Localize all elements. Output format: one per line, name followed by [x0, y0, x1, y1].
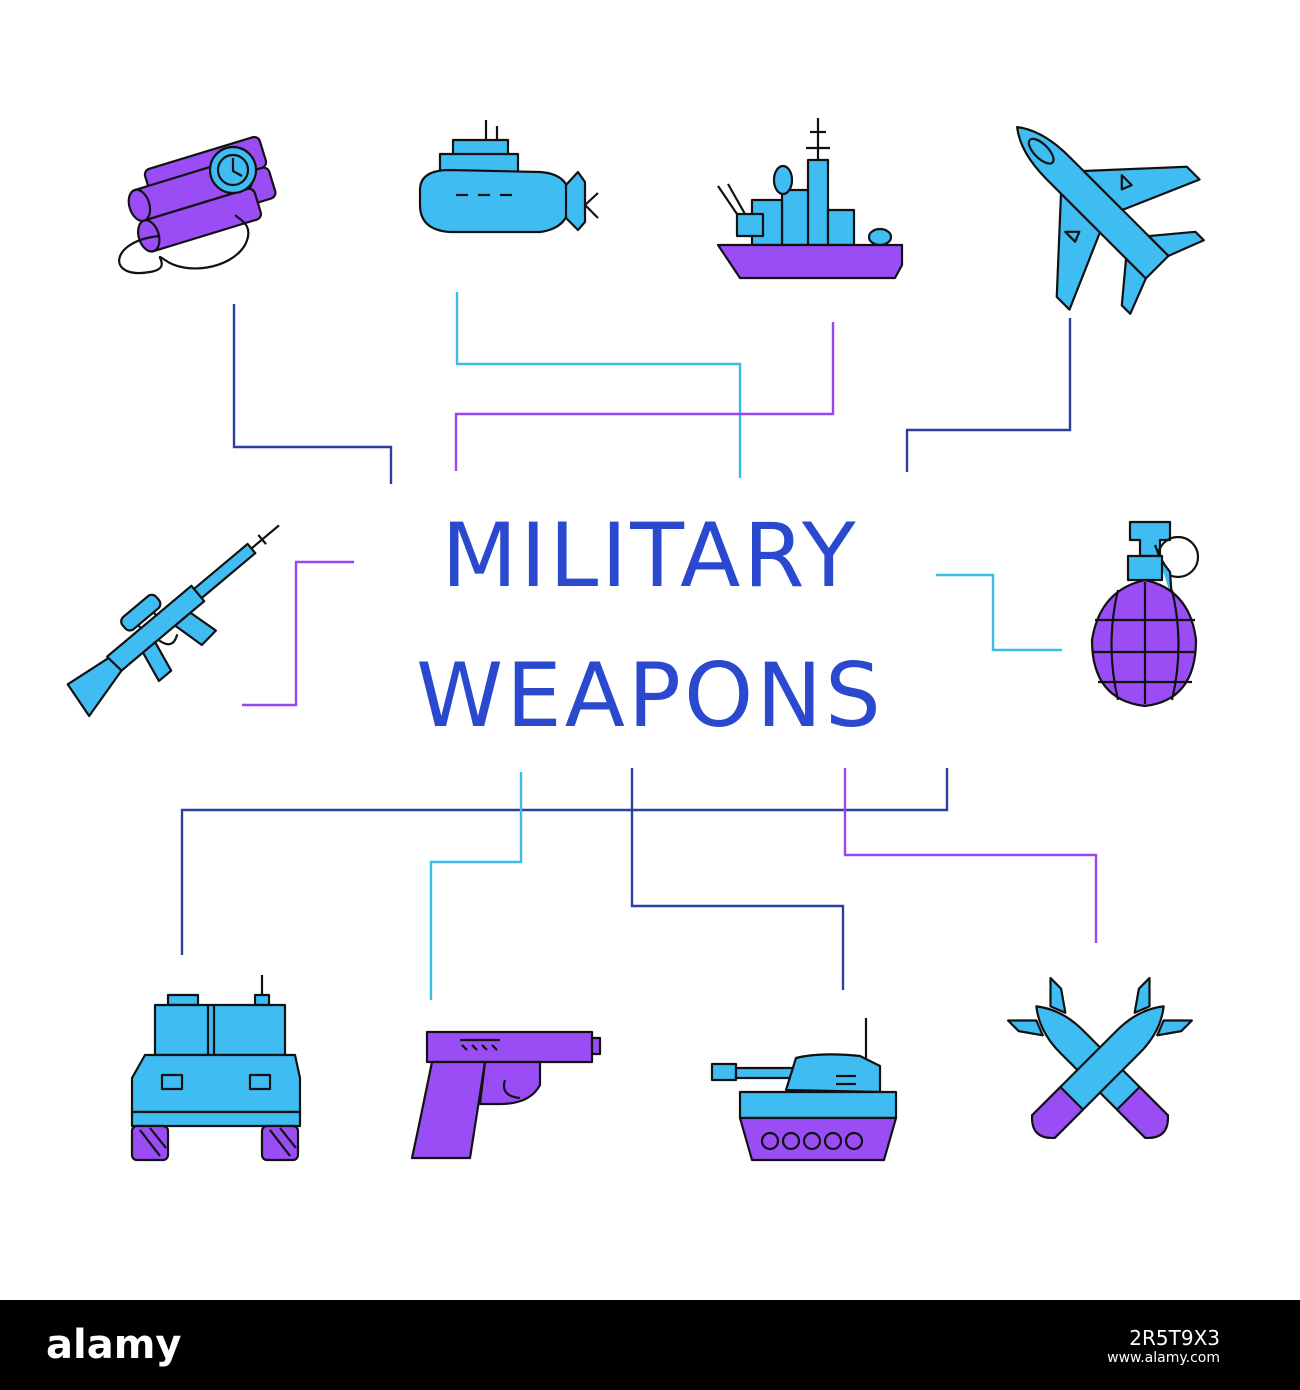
- pistol-icon: [410, 1030, 602, 1160]
- assault-rifle-icon: [66, 524, 280, 718]
- fighter-jet-icon: [1016, 126, 1205, 315]
- hand-grenade-icon: [1090, 520, 1200, 708]
- crossed-missiles-icon: [1006, 976, 1194, 1139]
- connector-jet: [905, 318, 1072, 472]
- connector-rifle: [242, 560, 354, 707]
- connector-submarine: [455, 292, 742, 478]
- title-line-2: WEAPONS: [416, 644, 884, 747]
- image-id-code: 2R5T9X3: [1129, 1326, 1220, 1350]
- connector-warship: [454, 322, 835, 471]
- connector-dynamite: [232, 304, 393, 484]
- connector-armored: [180, 768, 949, 955]
- warship-icon: [716, 118, 904, 280]
- alamy-logo: alamy: [46, 1322, 182, 1368]
- connector-tank: [630, 768, 845, 990]
- armored-vehicle-icon: [130, 975, 302, 1162]
- image-id: 2R5T9X3 www.alamy.com: [1000, 1326, 1220, 1367]
- title-line-1: MILITARY: [441, 504, 859, 607]
- dynamite-clock-icon: [118, 135, 277, 275]
- submarine-icon: [418, 120, 599, 234]
- watermark-footer: alamy 2R5T9X3 www.alamy.com: [0, 1300, 1300, 1390]
- tank-icon: [710, 1018, 898, 1162]
- connector-pistol: [429, 772, 523, 1000]
- image-url: www.alamy.com: [1107, 1350, 1220, 1366]
- connector-grenade: [936, 573, 1062, 652]
- diagram-canvas: [66, 118, 1205, 1162]
- connector-missiles: [843, 768, 1098, 943]
